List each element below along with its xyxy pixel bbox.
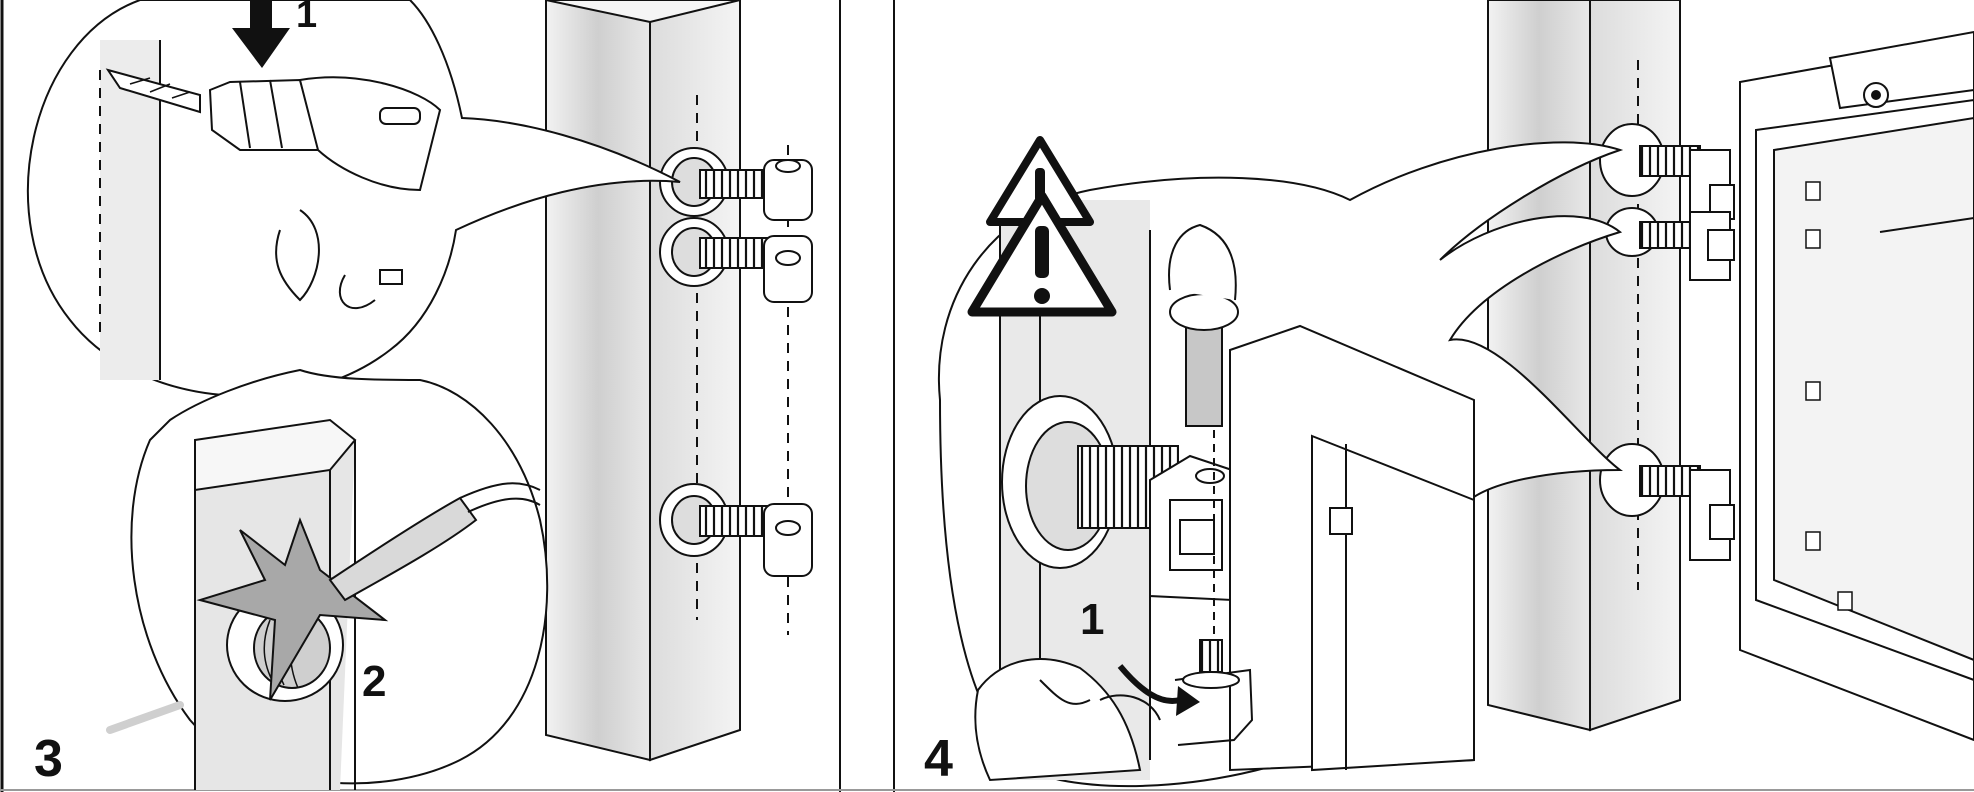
hinge-bolt-icon xyxy=(1599,123,1735,281)
hinge-bolt-icon xyxy=(659,147,813,221)
gate-frame-icon xyxy=(1739,30,1974,742)
hinge-bolt-icon xyxy=(659,217,813,303)
pin-icon xyxy=(1168,223,1239,660)
drill-callout xyxy=(27,0,681,397)
drill-icon xyxy=(208,76,442,310)
panel-4 xyxy=(937,0,1974,788)
substep-2-label: 2 xyxy=(362,657,387,706)
warning-triangle-icon xyxy=(967,191,1117,317)
arrow-rotate-icon xyxy=(1176,686,1200,716)
hinge-bolt-icon xyxy=(1599,443,1735,561)
welding-torch-icon xyxy=(328,482,541,602)
panel-3 xyxy=(27,0,813,790)
step-number-3: 3 xyxy=(34,730,63,788)
substep-1-label: 1 xyxy=(296,0,318,36)
arrow-down-icon xyxy=(232,0,290,68)
post xyxy=(545,0,789,762)
weld-callout xyxy=(106,368,549,790)
post xyxy=(1487,0,1681,732)
step-number-4: 4 xyxy=(924,730,953,788)
spark-icon xyxy=(196,517,389,701)
hinge-bolt-icon xyxy=(659,483,813,577)
substep-1-label: 1 xyxy=(1080,595,1105,644)
